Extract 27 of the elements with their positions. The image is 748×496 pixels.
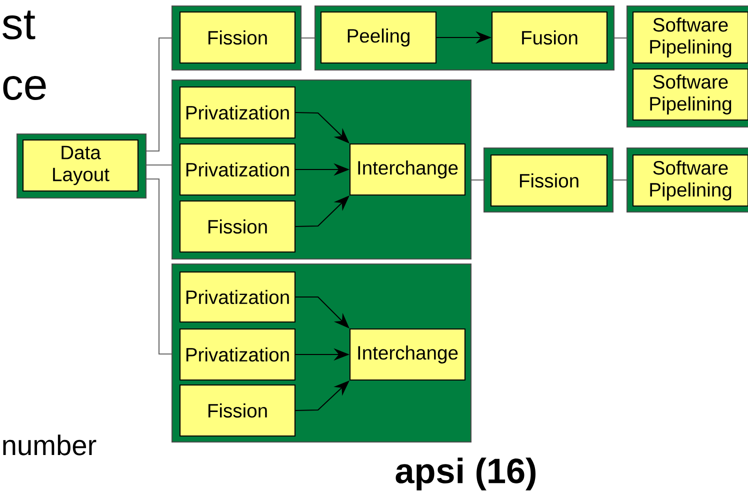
connector-line xyxy=(146,164,172,166)
process-box: Software Pipelining xyxy=(632,154,748,207)
connector-line xyxy=(614,37,626,39)
process-box: Privatization xyxy=(179,143,296,196)
text-fragment: number xyxy=(3,434,96,456)
process-box: Privatization xyxy=(179,271,296,323)
connector-line xyxy=(146,37,172,152)
process-box: Fission xyxy=(179,11,296,64)
process-box: Software Pipelining xyxy=(632,11,748,64)
process-box: Interchange xyxy=(349,328,466,381)
connector-line xyxy=(302,37,314,39)
text-fragment: ce xyxy=(3,76,46,100)
connector-line xyxy=(472,179,484,181)
process-box: Fission xyxy=(179,200,296,253)
text-fragment: st xyxy=(2,10,36,40)
process-box: Peeling xyxy=(320,11,437,64)
title: apsi (16) xyxy=(396,458,536,490)
process-box: Software Pipelining xyxy=(632,68,748,121)
process-box: Interchange xyxy=(349,143,466,196)
process-box: Fusion xyxy=(491,11,608,64)
process-box: Privatization xyxy=(179,86,296,139)
process-box: Privatization xyxy=(179,328,296,381)
process-box: Data Layout xyxy=(22,139,139,192)
process-box: Fission xyxy=(490,154,608,207)
connector-line xyxy=(146,178,172,355)
process-box: Fission xyxy=(179,384,296,437)
connector-line xyxy=(614,179,626,181)
